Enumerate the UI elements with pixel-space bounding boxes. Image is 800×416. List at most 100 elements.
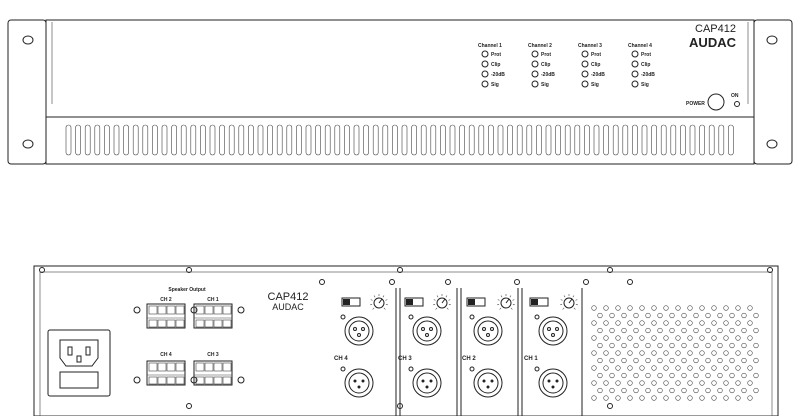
input-selector-switch[interactable] [529,297,549,307]
screw [469,366,475,372]
input-selector-switch[interactable] [341,297,361,307]
vent-hole [735,365,741,371]
vent-hole [609,372,615,379]
led-label: Prot [541,52,551,58]
vent-hole [693,312,699,319]
vent-hole [639,395,645,401]
vent-hole [591,395,597,401]
xlr-input-female[interactable] [408,314,442,346]
xlr-output-male[interactable] [469,366,503,398]
vent-hole [723,305,729,311]
gain-knob[interactable] [497,294,515,310]
screw [340,366,346,372]
vent-hole [699,380,705,386]
vent-hole [723,395,729,401]
vent-hole [639,380,645,386]
screw [534,314,540,320]
knob-tick [500,295,503,298]
vent-hole [633,327,639,334]
vent-slot [708,124,715,156]
led-clip [581,60,589,68]
knob-tick [382,295,385,298]
vent-hole [627,380,633,386]
vent-hole [711,380,717,386]
terminal-block[interactable] [193,360,233,386]
vent-slot [401,124,408,156]
screw [607,267,613,273]
vent-hole [735,395,741,401]
terminal-block[interactable] [146,303,186,329]
vent-hole [615,335,621,341]
gain-knob[interactable] [433,294,451,310]
led-20db [531,70,539,78]
front-channel-3: Channel 3 Prot Clip -20dB Sig [578,43,605,88]
xlr-output-male[interactable] [408,366,442,398]
vent-hole [615,350,621,356]
vent-hole [645,312,651,319]
vent-hole [729,312,735,319]
vent-hole [669,357,675,364]
vent-hole [609,342,615,349]
vent-slot [728,124,734,156]
vent-hole [669,342,675,349]
screw [186,267,192,273]
vent-hole [633,357,639,364]
vent-slot [113,124,120,156]
vent-hole [747,305,753,311]
vent-hole [675,305,681,311]
xlr-input-female[interactable] [340,314,374,346]
vent-hole [741,327,747,334]
vent-hole [633,312,639,319]
module-label: CH 3 [398,356,412,362]
vent-hole [699,335,705,341]
terminal-block[interactable] [193,303,233,329]
input-selector-switch[interactable] [404,297,424,307]
vent-slot [152,124,158,156]
vent-hole [675,335,681,341]
module-label: CH 1 [524,356,538,362]
vent-hole [735,380,741,386]
power-led [734,101,740,107]
vent-hole [753,312,759,319]
knob-tick [560,299,563,301]
vent-hole [597,357,603,364]
vent-slot [200,124,206,156]
gain-knob[interactable] [560,294,578,310]
power-button[interactable] [707,93,725,111]
terminal-block[interactable] [146,360,186,386]
xlr-input-female[interactable] [534,314,568,346]
vent-hole [603,365,609,371]
input-selector-switch[interactable] [466,297,486,307]
vent-hole [597,342,603,349]
xlr-output-male[interactable] [534,366,568,398]
vent-slot [75,124,81,156]
vent-hole [681,327,687,334]
screw [237,306,245,314]
knob-tick [446,307,449,310]
gain-knob[interactable] [370,294,388,310]
xlr-input-female[interactable] [469,314,503,346]
vent-hole [651,320,657,326]
vent-hole [639,350,645,356]
xlr-output-male[interactable] [340,366,374,398]
vent-slot [555,124,561,156]
knob-tick [435,307,438,310]
vent-hole [591,320,597,326]
vent-hole [687,335,693,341]
vent-hole [591,335,597,341]
vent-hole [753,372,759,379]
vent-hole [711,335,717,341]
led-label: Prot [641,52,651,58]
vent-slot [699,124,705,156]
vent-hole [657,312,663,319]
vent-hole [711,320,717,326]
iec-socket[interactable] [59,339,99,367]
knob-tick [370,299,373,301]
rear-frame-screws [39,267,773,409]
fuse-drawer[interactable] [59,371,99,389]
vent-hole [747,320,753,326]
vent-hole [693,342,699,349]
rear-inner-frame [39,271,773,416]
vent-hole [729,342,735,349]
